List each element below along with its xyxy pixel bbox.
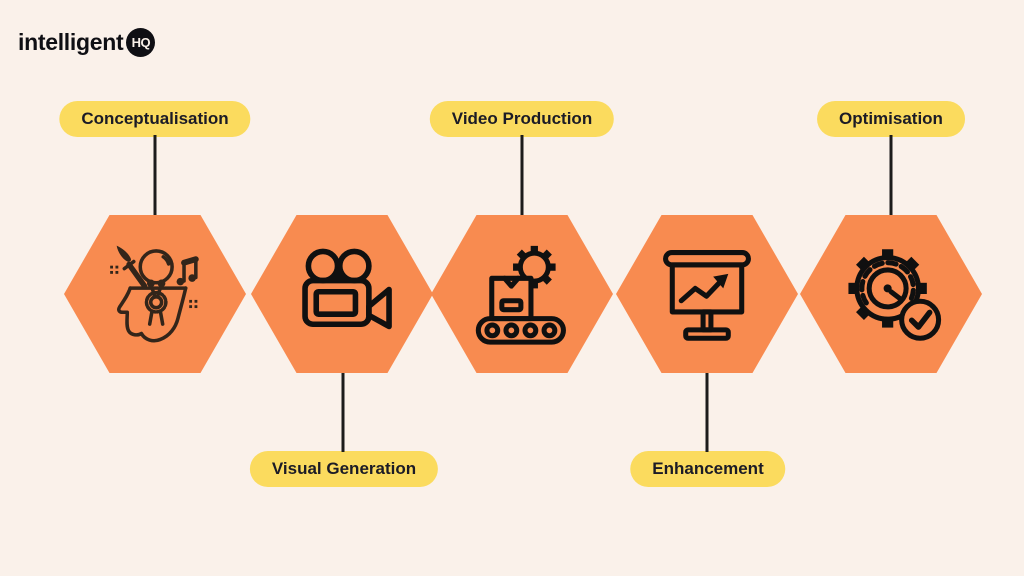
hexagon-optimisation	[800, 215, 982, 373]
step-label-video-production: Video Production	[429, 101, 615, 137]
hexagon-conceptualisation	[64, 215, 246, 373]
connector-optimisation	[889, 135, 893, 217]
connector-visual-generation	[341, 371, 345, 452]
brand-badge: HQ	[126, 28, 156, 57]
presentation-chart-icon	[663, 250, 751, 341]
creative-mind-icon	[110, 245, 199, 343]
hexagon-video-production	[431, 215, 613, 373]
step-label-conceptualisation: Conceptualisation	[59, 101, 251, 137]
step-label-optimisation: Optimisation	[817, 101, 965, 137]
film-camera-icon	[302, 248, 392, 330]
connector-conceptualisation	[153, 135, 157, 217]
hexagon-enhancement	[616, 215, 798, 373]
connector-enhancement	[705, 371, 709, 452]
conveyor-production-icon	[475, 245, 566, 345]
brand-name: intelligent	[18, 29, 124, 55]
connector-video-production	[520, 135, 524, 217]
gear-gauge-icon	[848, 249, 942, 341]
step-label-visual-generation: Visual Generation	[249, 451, 439, 487]
step-label-enhancement: Enhancement	[630, 451, 786, 487]
brand-logo: intelligent HQ	[18, 28, 156, 57]
hexagon-visual-generation	[251, 215, 433, 373]
